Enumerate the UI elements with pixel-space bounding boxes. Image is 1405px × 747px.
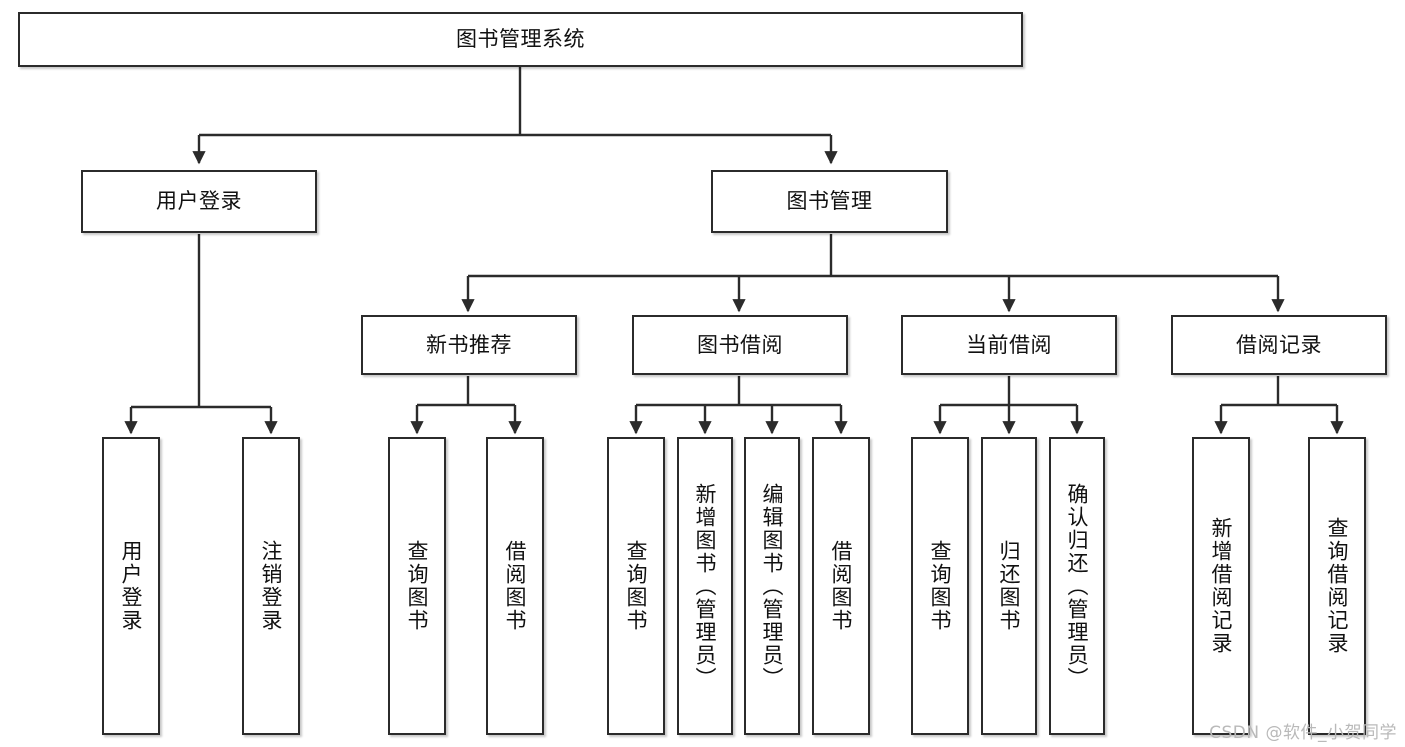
- node-leaf-query-book-1-label: 查询图书: [405, 540, 430, 632]
- node-leaf-query-book-2[interactable]: 查询图书: [607, 437, 665, 735]
- node-leaf-query-book-2-label: 查询图书: [624, 540, 649, 632]
- node-root-label: 图书管理系统: [456, 27, 585, 52]
- node-leaf-return-book[interactable]: 归还图书: [981, 437, 1037, 735]
- node-leaf-borrow-book-2[interactable]: 借阅图书: [812, 437, 870, 735]
- node-leaf-query-record-label: 查询借阅记录: [1325, 517, 1350, 655]
- node-book-manage-label: 图书管理: [786, 189, 873, 214]
- node-leaf-query-book-3[interactable]: 查询图书: [911, 437, 969, 735]
- node-borrow-record[interactable]: 借阅记录: [1171, 315, 1387, 375]
- node-book-manage[interactable]: 图书管理: [711, 170, 948, 233]
- node-leaf-borrow-book-1[interactable]: 借阅图书: [486, 437, 544, 735]
- node-leaf-borrow-book-2-label: 借阅图书: [829, 540, 854, 632]
- node-new-book-recommend[interactable]: 新书推荐: [361, 315, 577, 375]
- node-leaf-return-book-label: 归还图书: [997, 540, 1022, 632]
- node-leaf-query-book-3-label: 查询图书: [928, 540, 953, 632]
- node-leaf-query-book-1[interactable]: 查询图书: [388, 437, 446, 735]
- node-book-borrow[interactable]: 图书借阅: [632, 315, 848, 375]
- node-current-borrow-label: 当前借阅: [966, 332, 1052, 357]
- node-leaf-user-login-label: 用户登录: [119, 540, 144, 632]
- node-borrow-record-label: 借阅记录: [1236, 332, 1322, 357]
- node-current-borrow[interactable]: 当前借阅: [901, 315, 1117, 375]
- node-leaf-query-record[interactable]: 查询借阅记录: [1308, 437, 1366, 735]
- node-leaf-add-record[interactable]: 新增借阅记录: [1192, 437, 1250, 735]
- node-leaf-add-book[interactable]: 新增图书（管理员）: [677, 437, 733, 735]
- node-leaf-add-record-label: 新增借阅记录: [1209, 517, 1234, 655]
- node-book-borrow-label: 图书借阅: [697, 332, 783, 357]
- node-leaf-user-login[interactable]: 用户登录: [102, 437, 160, 735]
- node-leaf-logout-login-label: 注销登录: [259, 540, 284, 632]
- node-leaf-confirm-return-label: 确认归还（管理员）: [1065, 482, 1090, 690]
- node-leaf-borrow-book-1-label: 借阅图书: [503, 540, 528, 632]
- node-leaf-add-book-label: 新增图书（管理员）: [693, 482, 718, 690]
- node-user-login[interactable]: 用户登录: [81, 170, 317, 233]
- node-user-login-label: 用户登录: [156, 189, 242, 214]
- node-leaf-confirm-return[interactable]: 确认归还（管理员）: [1049, 437, 1105, 735]
- node-leaf-edit-book[interactable]: 编辑图书（管理员）: [744, 437, 800, 735]
- node-root[interactable]: 图书管理系统: [18, 12, 1023, 67]
- node-leaf-logout-login[interactable]: 注销登录: [242, 437, 300, 735]
- node-new-book-recommend-label: 新书推荐: [426, 332, 512, 357]
- node-leaf-edit-book-label: 编辑图书（管理员）: [760, 482, 785, 690]
